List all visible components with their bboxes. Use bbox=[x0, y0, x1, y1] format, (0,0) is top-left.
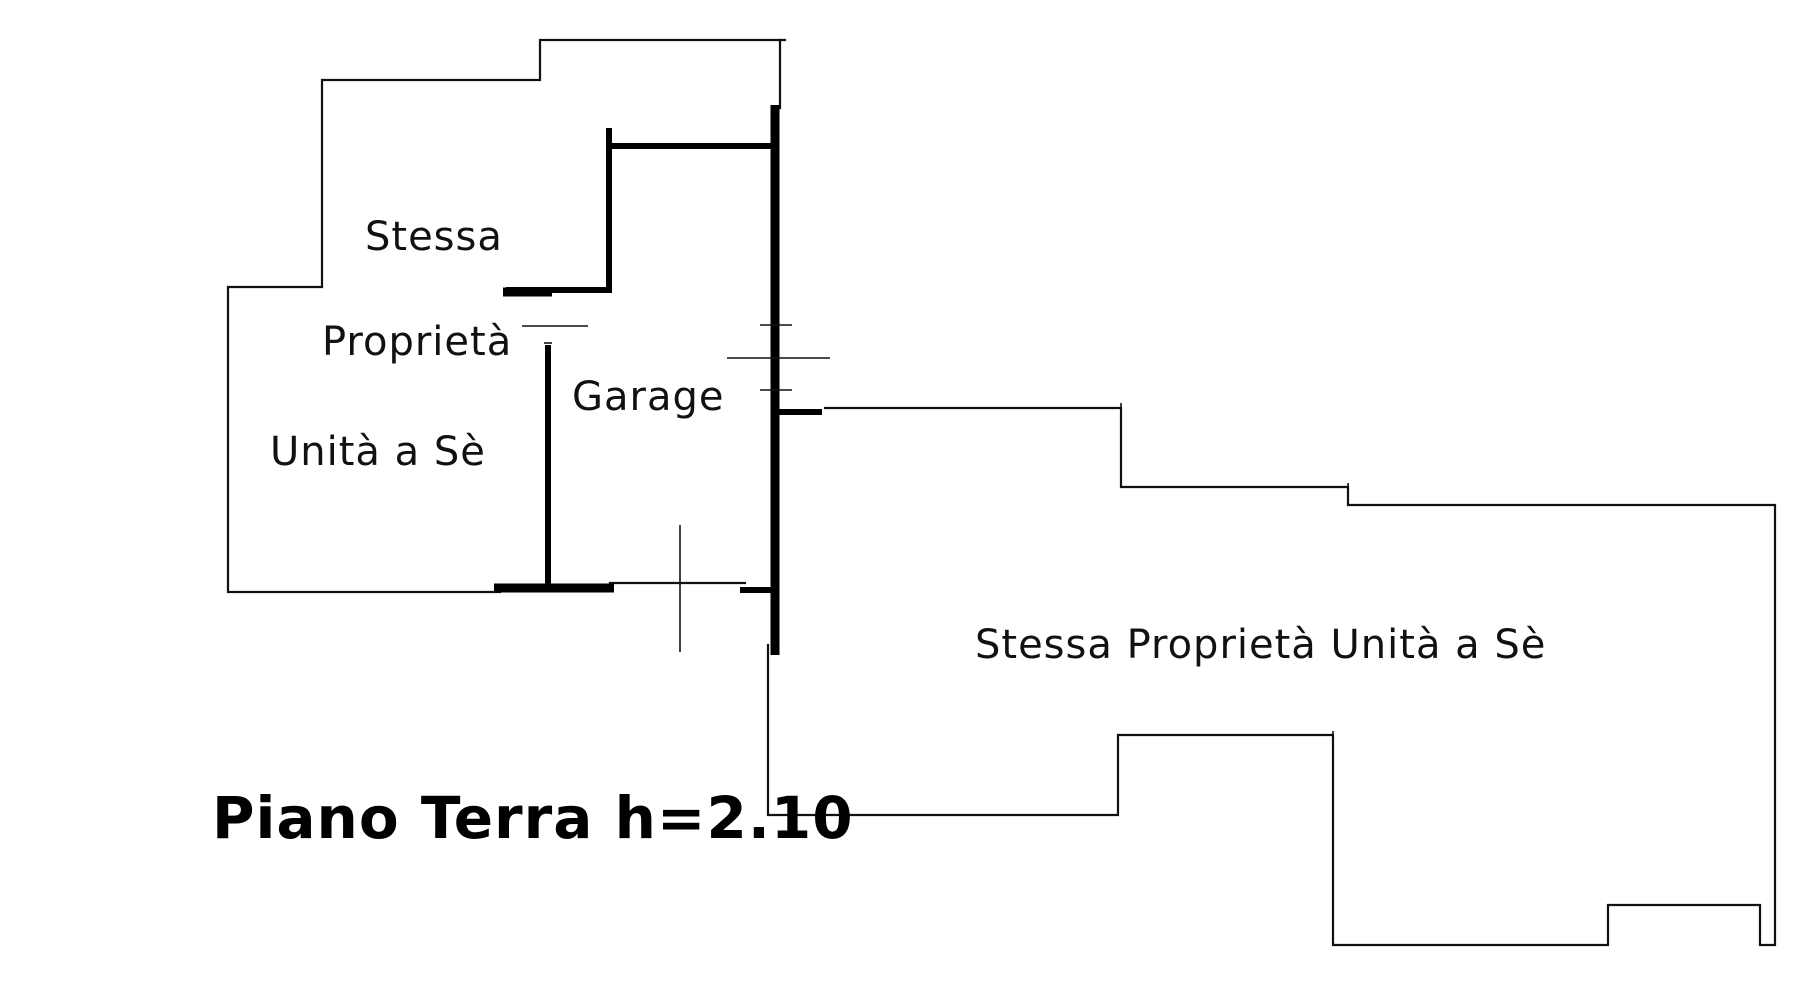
right-unit-label: Stessa Proprietà Unità a Sè bbox=[975, 622, 1546, 668]
left-unit-outline bbox=[226, 38, 787, 594]
plan-title: Piano Terra h=2.10 bbox=[212, 784, 854, 852]
dimension-tick-horizontal-3 bbox=[760, 324, 792, 391]
dimension-tick-corners bbox=[1120, 403, 1349, 739]
right-unit-outline bbox=[766, 406, 1777, 947]
left-unit-label-line1: Stessa bbox=[365, 214, 503, 260]
left-unit-label-line3: Unità a Sè bbox=[270, 429, 486, 475]
garage-label: Garage bbox=[572, 374, 724, 420]
left-unit-label-line2: Proprietà bbox=[322, 319, 512, 365]
